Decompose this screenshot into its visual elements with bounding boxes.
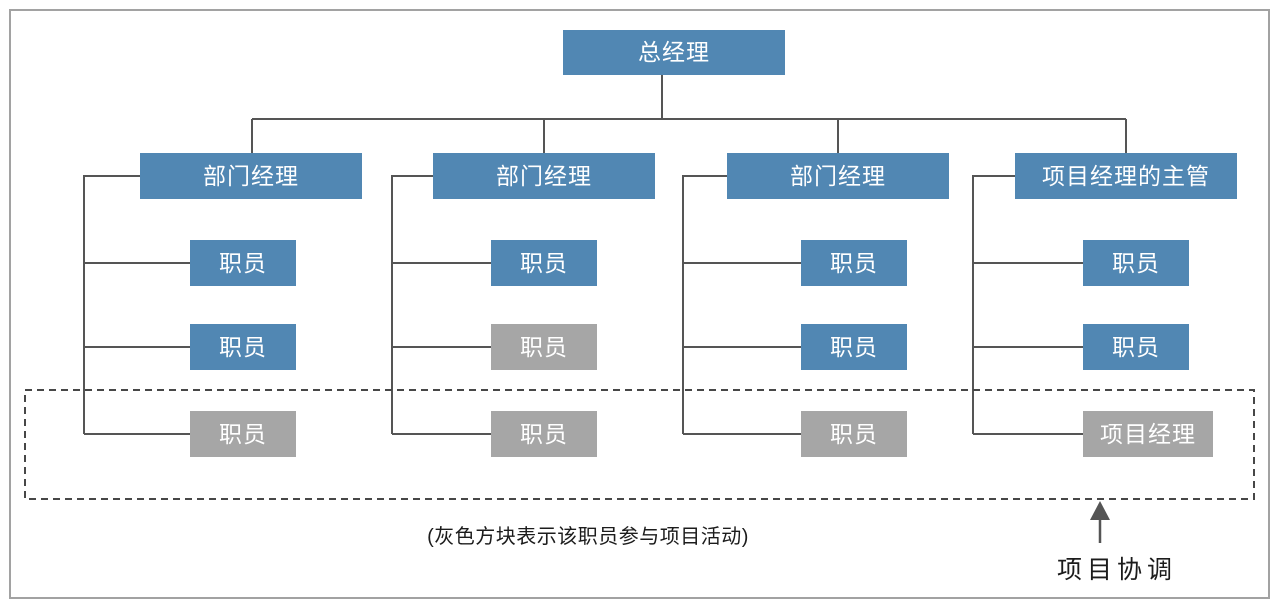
node-staff-4-2: 职员 <box>1083 324 1189 370</box>
node-staff-2-2: 职员 <box>491 324 597 370</box>
node-dept-manager-1: 部门经理 <box>140 153 362 199</box>
node-staff-3-1: 职员 <box>801 240 907 286</box>
node-general-manager: 总经理 <box>563 30 785 75</box>
node-staff-4-1: 职员 <box>1083 240 1189 286</box>
project-coordination-label: 项目协调 <box>1056 556 1178 584</box>
node-dept-manager-2: 部门经理 <box>433 153 655 199</box>
outer-border <box>9 9 1270 599</box>
node-staff-1-1: 职员 <box>190 240 296 286</box>
legend-caption: (灰色方块表示该职员参与项目活动) <box>427 526 749 548</box>
node-staff-1-2: 职员 <box>190 324 296 370</box>
node-staff-1-3: 职员 <box>190 411 296 457</box>
node-dept-manager-3: 部门经理 <box>727 153 949 199</box>
node-staff-2-3: 职员 <box>491 411 597 457</box>
node-pm-supervisor: 项目经理的主管 <box>1015 153 1237 199</box>
node-project-manager: 项目经理 <box>1083 411 1213 457</box>
node-staff-3-3: 职员 <box>801 411 907 457</box>
node-staff-3-2: 职员 <box>801 324 907 370</box>
node-staff-2-1: 职员 <box>491 240 597 286</box>
